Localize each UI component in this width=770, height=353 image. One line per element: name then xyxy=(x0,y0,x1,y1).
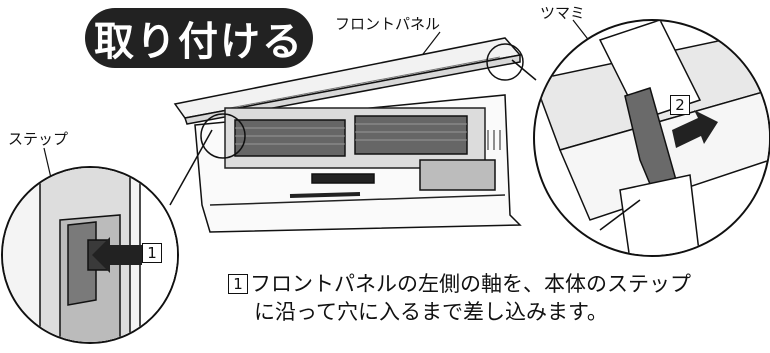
section-title: 取り付ける xyxy=(85,8,313,68)
instruction-line-2: に沿って穴に入るまで差し込みます。 xyxy=(254,300,608,324)
insert-arrow-right xyxy=(672,110,718,148)
knob-label: ツマミ xyxy=(540,4,586,22)
step-badge-2: 2 xyxy=(670,95,690,115)
step-badge-1: 1 xyxy=(142,243,162,263)
instruction-line-1: フロントパネルの左側の軸を、本体のステップ xyxy=(250,272,691,296)
aircon-unit xyxy=(173,37,522,233)
insert-arrow-left xyxy=(92,237,142,273)
left-detail-circle xyxy=(1,166,179,344)
step-label: ステップ xyxy=(8,130,69,148)
instruction-number: 1 xyxy=(228,274,248,294)
right-filter xyxy=(354,115,468,155)
unit-side-panel xyxy=(419,159,496,191)
right-detail-circle xyxy=(533,19,770,257)
front-panel-label: フロントパネル xyxy=(335,15,441,33)
unit-label-strip xyxy=(311,173,375,184)
left-filter xyxy=(234,119,346,157)
section-title-text: 取り付ける xyxy=(94,19,304,65)
